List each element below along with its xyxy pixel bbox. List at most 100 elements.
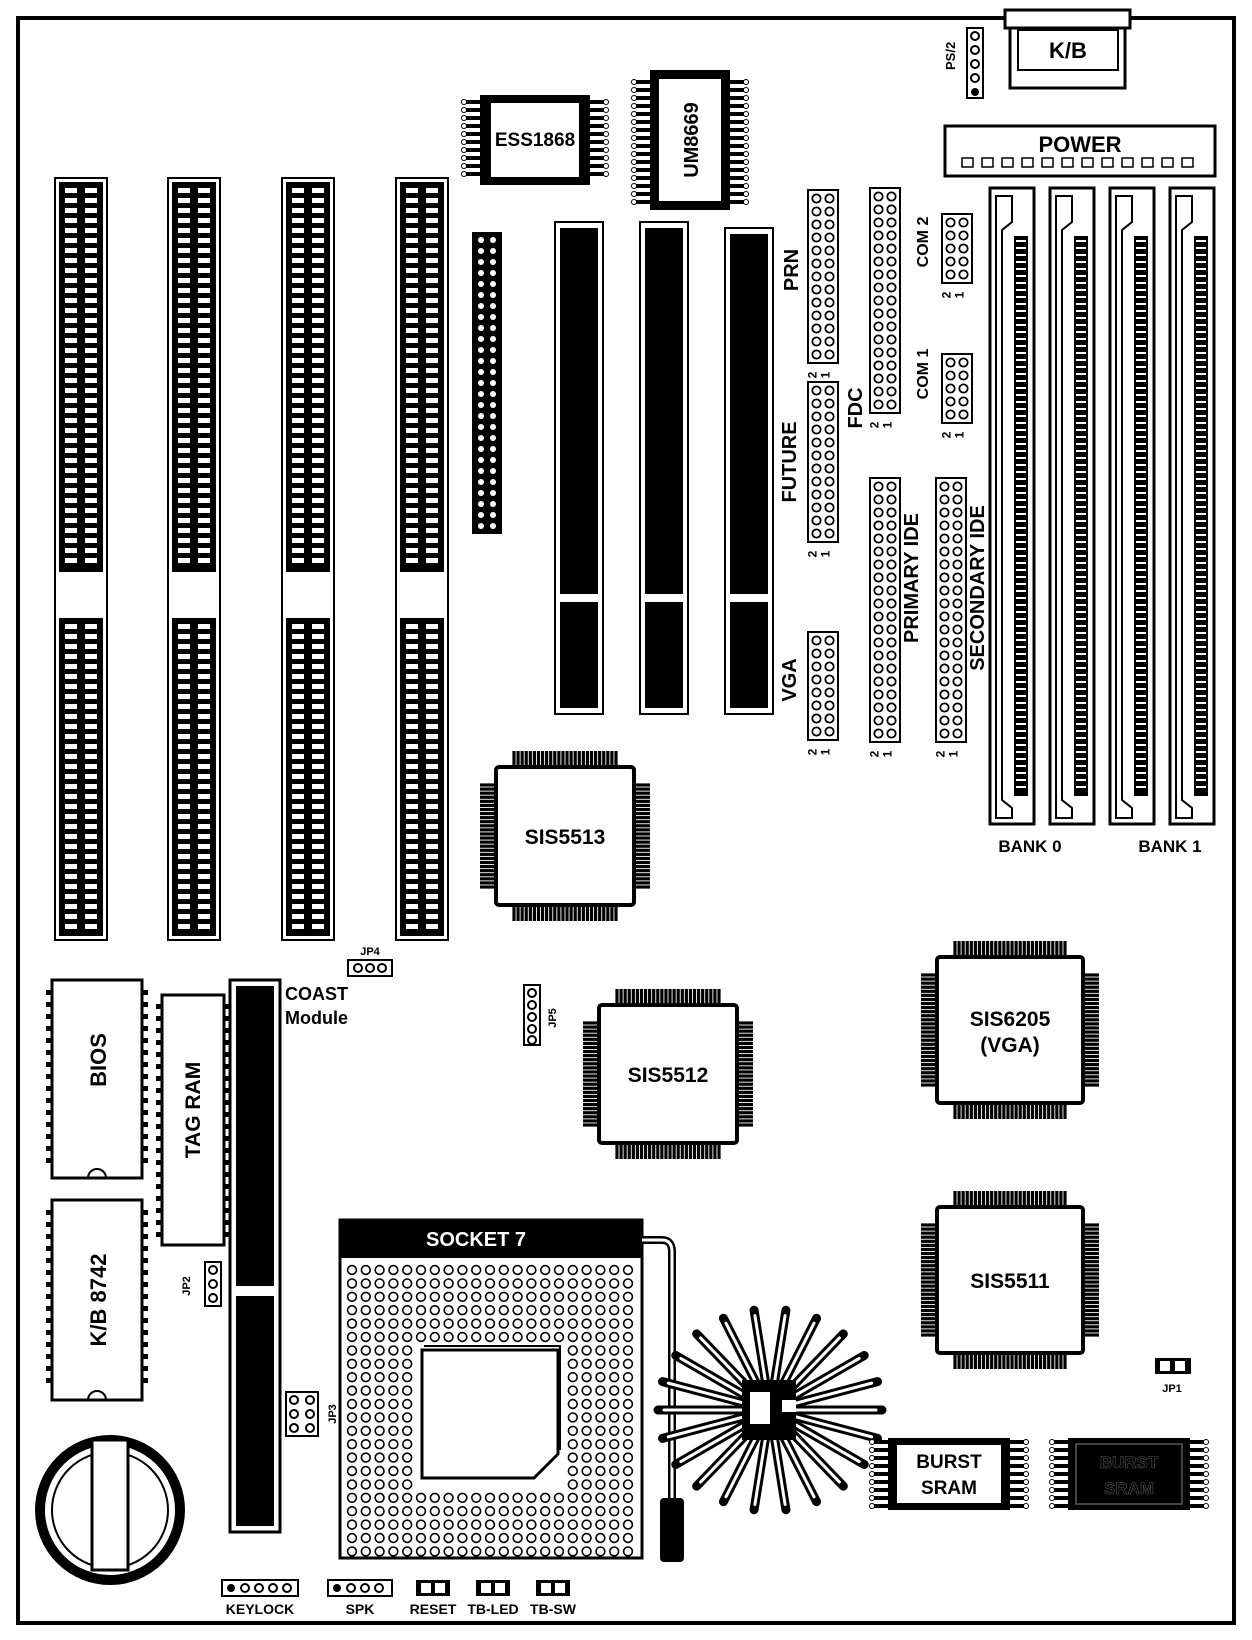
chip-pin <box>142 1038 148 1043</box>
burst-sram-2-label-line1: BURST <box>1100 1453 1159 1472</box>
chip-pin <box>557 905 561 921</box>
header-pin <box>886 507 897 518</box>
chip-pin <box>921 1058 937 1063</box>
slot-contact <box>1016 534 1026 536</box>
chip-pin <box>730 128 744 132</box>
socket-pin-hole <box>553 1318 565 1329</box>
slot-contact <box>1196 772 1206 774</box>
header-pin <box>824 502 835 513</box>
slot-contact <box>1016 415 1026 417</box>
chip-pin <box>1083 1260 1099 1264</box>
chip-pin <box>1030 941 1035 957</box>
header-pin <box>478 281 484 287</box>
chip-pin <box>874 1496 888 1500</box>
slot-contact <box>1136 730 1146 732</box>
chip-pin <box>985 1191 990 1207</box>
chip-pin <box>1083 1063 1099 1067</box>
chip-pin <box>656 989 660 1005</box>
slot-contact <box>1196 254 1206 256</box>
header-pin <box>939 494 950 505</box>
slot-contact <box>1196 695 1206 697</box>
socket-pin-hole <box>567 1371 578 1383</box>
socket-pin-hole <box>443 1291 454 1303</box>
socket-pin-hole <box>526 1331 537 1343</box>
chip-pin <box>520 905 524 921</box>
socket-pin-hole <box>346 1398 358 1410</box>
chip-pin <box>730 144 744 148</box>
chip-pin <box>953 1353 957 1369</box>
slot-contact <box>1076 436 1086 438</box>
slot-contact <box>1016 492 1026 494</box>
socket-pin-hole <box>526 1519 537 1530</box>
chip-pin <box>921 1018 937 1022</box>
slot-contact <box>1016 338 1026 340</box>
socket-pin-hole <box>526 1505 537 1517</box>
socket-pin-hole <box>581 1492 592 1504</box>
chip-pin-pad <box>631 191 637 197</box>
header-pin <box>873 611 884 622</box>
slot-contact <box>1136 674 1146 676</box>
chip-pin <box>636 152 650 156</box>
bank0-label: BANK 0 <box>998 837 1061 856</box>
header-pin <box>478 413 484 419</box>
slot-contact <box>1136 247 1146 249</box>
slot-contact <box>1076 422 1086 424</box>
header-pin <box>478 325 484 331</box>
chip-pin-pad <box>1049 1447 1055 1453</box>
chip-pin <box>636 200 650 204</box>
chip-pin-pad <box>869 1503 875 1509</box>
socket-pin-hole <box>608 1519 620 1530</box>
slot-contact <box>1196 506 1206 508</box>
chip-pin <box>713 1143 717 1159</box>
socket-pin-hole <box>622 1358 634 1370</box>
socket-pin-hole <box>595 1331 606 1343</box>
slot-contact <box>1196 401 1206 403</box>
slot-contact <box>1016 562 1026 564</box>
slot-contact <box>1196 324 1206 326</box>
socket-pin-hole <box>595 1304 606 1316</box>
slot-contact <box>1196 737 1206 739</box>
header-pin <box>886 702 897 713</box>
chip-pin <box>142 1306 148 1311</box>
cmos-battery <box>35 1435 185 1585</box>
chip-pin <box>965 1103 969 1119</box>
header-pin <box>886 217 897 228</box>
chip-pin <box>46 1246 52 1251</box>
socket-pin-hole <box>608 1425 620 1437</box>
socket-pin-hole <box>567 1465 578 1477</box>
slot-contact <box>1136 709 1146 711</box>
slot-contact <box>1016 583 1026 585</box>
header-pin <box>952 728 963 739</box>
slot-contact <box>1076 646 1086 648</box>
header-pin <box>886 676 897 687</box>
slot-contact <box>1136 429 1146 431</box>
chip-pin <box>1038 1103 1043 1119</box>
socket-pin-hole <box>526 1532 537 1544</box>
chip-pin <box>737 1041 753 1045</box>
slot-contact <box>1196 688 1206 690</box>
socket-pin-hole <box>346 1505 358 1517</box>
chip-pin <box>553 905 557 921</box>
chip-pin <box>46 1282 52 1287</box>
header-pin <box>886 520 897 531</box>
chip-pin <box>634 791 650 795</box>
chip-pin <box>224 1148 230 1153</box>
slot-contact <box>1076 604 1086 606</box>
heatsink-fin-highlight <box>753 1314 768 1389</box>
chip-pin-pad <box>631 175 637 181</box>
chip-pin <box>730 192 744 196</box>
chip-pin-pad <box>743 151 749 157</box>
chip-pin <box>921 1288 937 1292</box>
sis6205-chip-label: SIS6205 <box>970 1008 1051 1031</box>
socket-pin-hole <box>402 1278 413 1289</box>
chip-pin <box>142 1342 148 1347</box>
socket-pin-hole <box>526 1304 537 1316</box>
chip-pin <box>1083 1268 1099 1272</box>
header-pin <box>886 481 897 492</box>
header-pin <box>490 314 496 320</box>
chip-pin <box>961 1191 965 1207</box>
socket-pin-hole <box>581 1465 592 1477</box>
slot-contact <box>1016 485 1026 487</box>
chip-pin <box>1190 1504 1204 1508</box>
header-pin <box>478 457 484 463</box>
